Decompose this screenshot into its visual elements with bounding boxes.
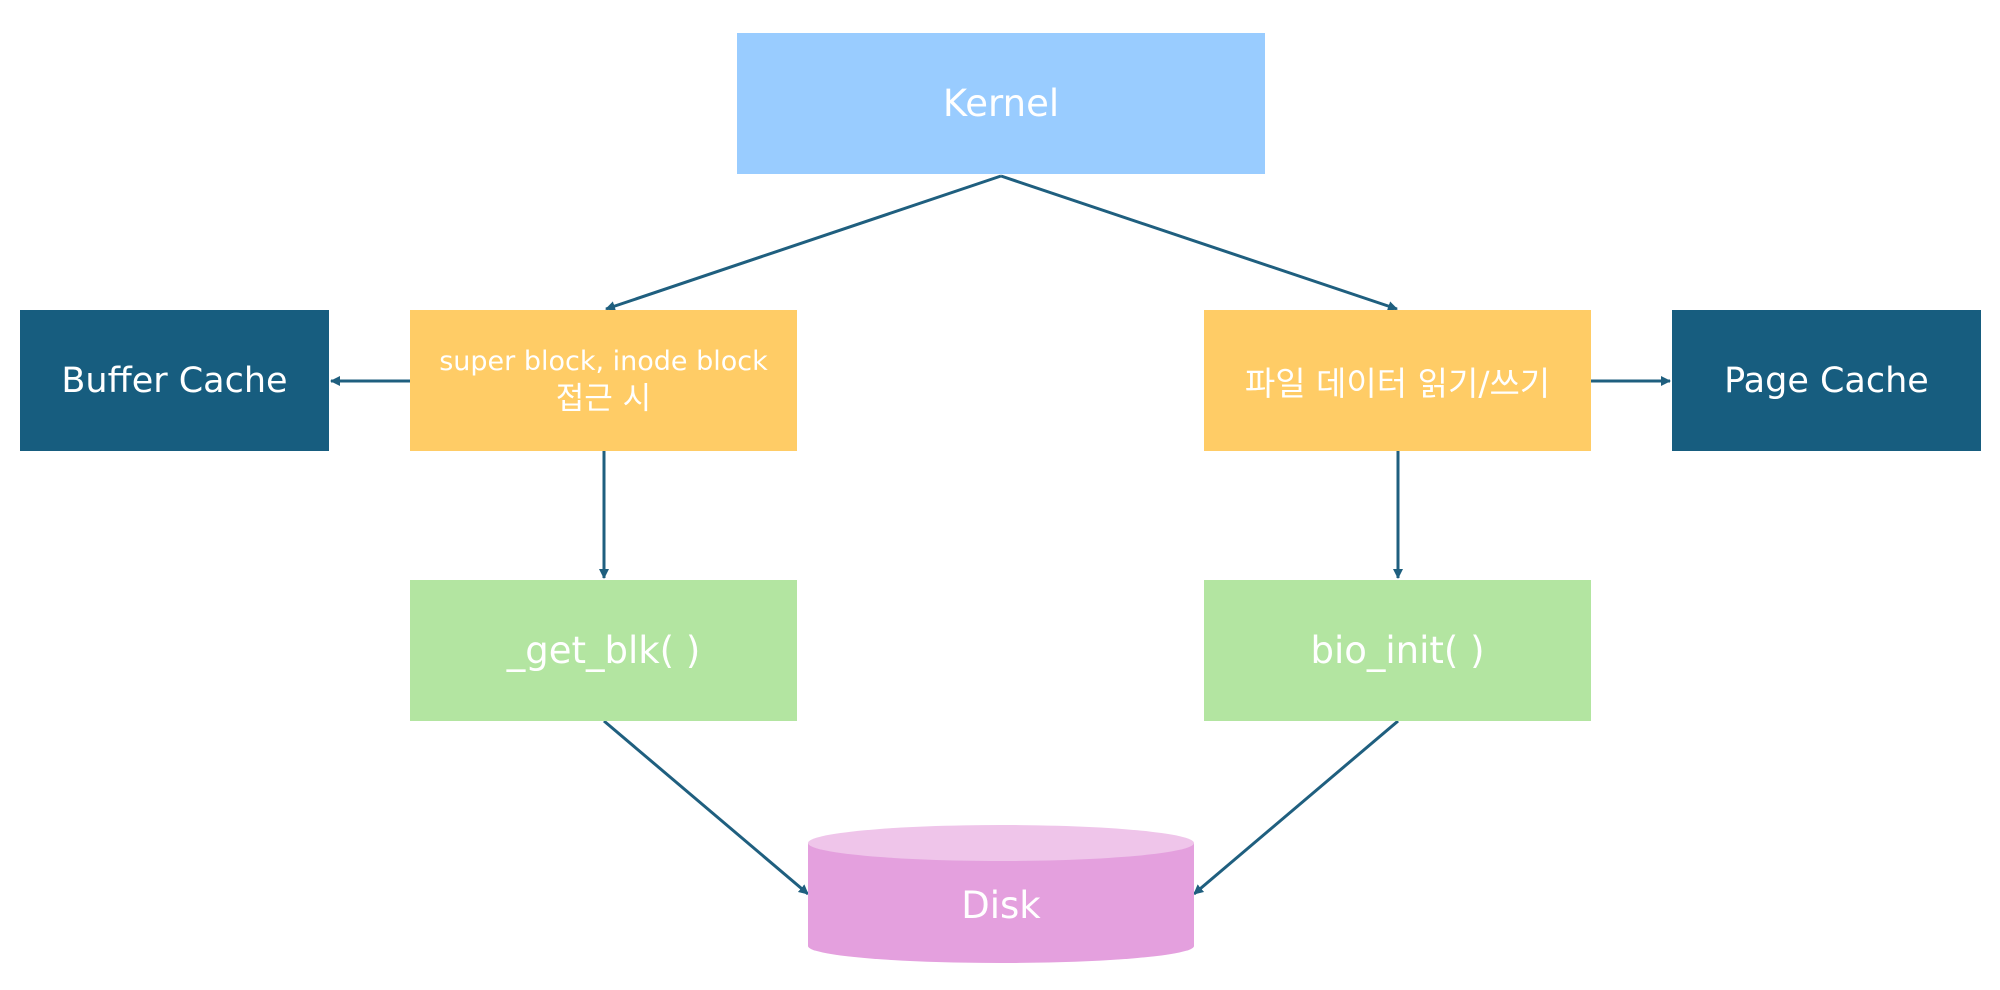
kernel-node: Kernel [737, 33, 1265, 174]
arrow-kernel-to-access [605, 174, 1002, 311]
file-data-label: 파일 데이터 읽기/쓰기 [1244, 363, 1551, 403]
buffer-cache-node: Buffer Cache [20, 310, 329, 451]
get-blk-label: _get_blk( ) [506, 629, 701, 672]
file-data-node: 파일 데이터 읽기/쓰기 [1204, 310, 1591, 451]
arrow-kernel-to-filedata [1000, 174, 1398, 311]
metadata-access-label-line2: 접근 시 [555, 380, 652, 417]
page-cache-label: Page Cache [1724, 360, 1929, 401]
arrow-bioinit-to-disk [1193, 719, 1399, 896]
bio-init-label: bio_init( ) [1310, 629, 1485, 672]
arrow-getblk-to-disk [603, 719, 809, 896]
get-blk-node: _get_blk( ) [410, 580, 797, 721]
disk-label: Disk [961, 883, 1041, 927]
metadata-access-node: super block, inode block 접근 시 [410, 310, 797, 451]
bio-init-node: bio_init( ) [1204, 580, 1591, 721]
metadata-access-label-line1: super block, inode block [439, 345, 768, 377]
kernel-label: Kernel [942, 82, 1060, 125]
buffer-cache-label: Buffer Cache [61, 360, 288, 401]
page-cache-node: Page Cache [1672, 310, 1981, 451]
disk-cylinder-icon [808, 825, 1194, 963]
